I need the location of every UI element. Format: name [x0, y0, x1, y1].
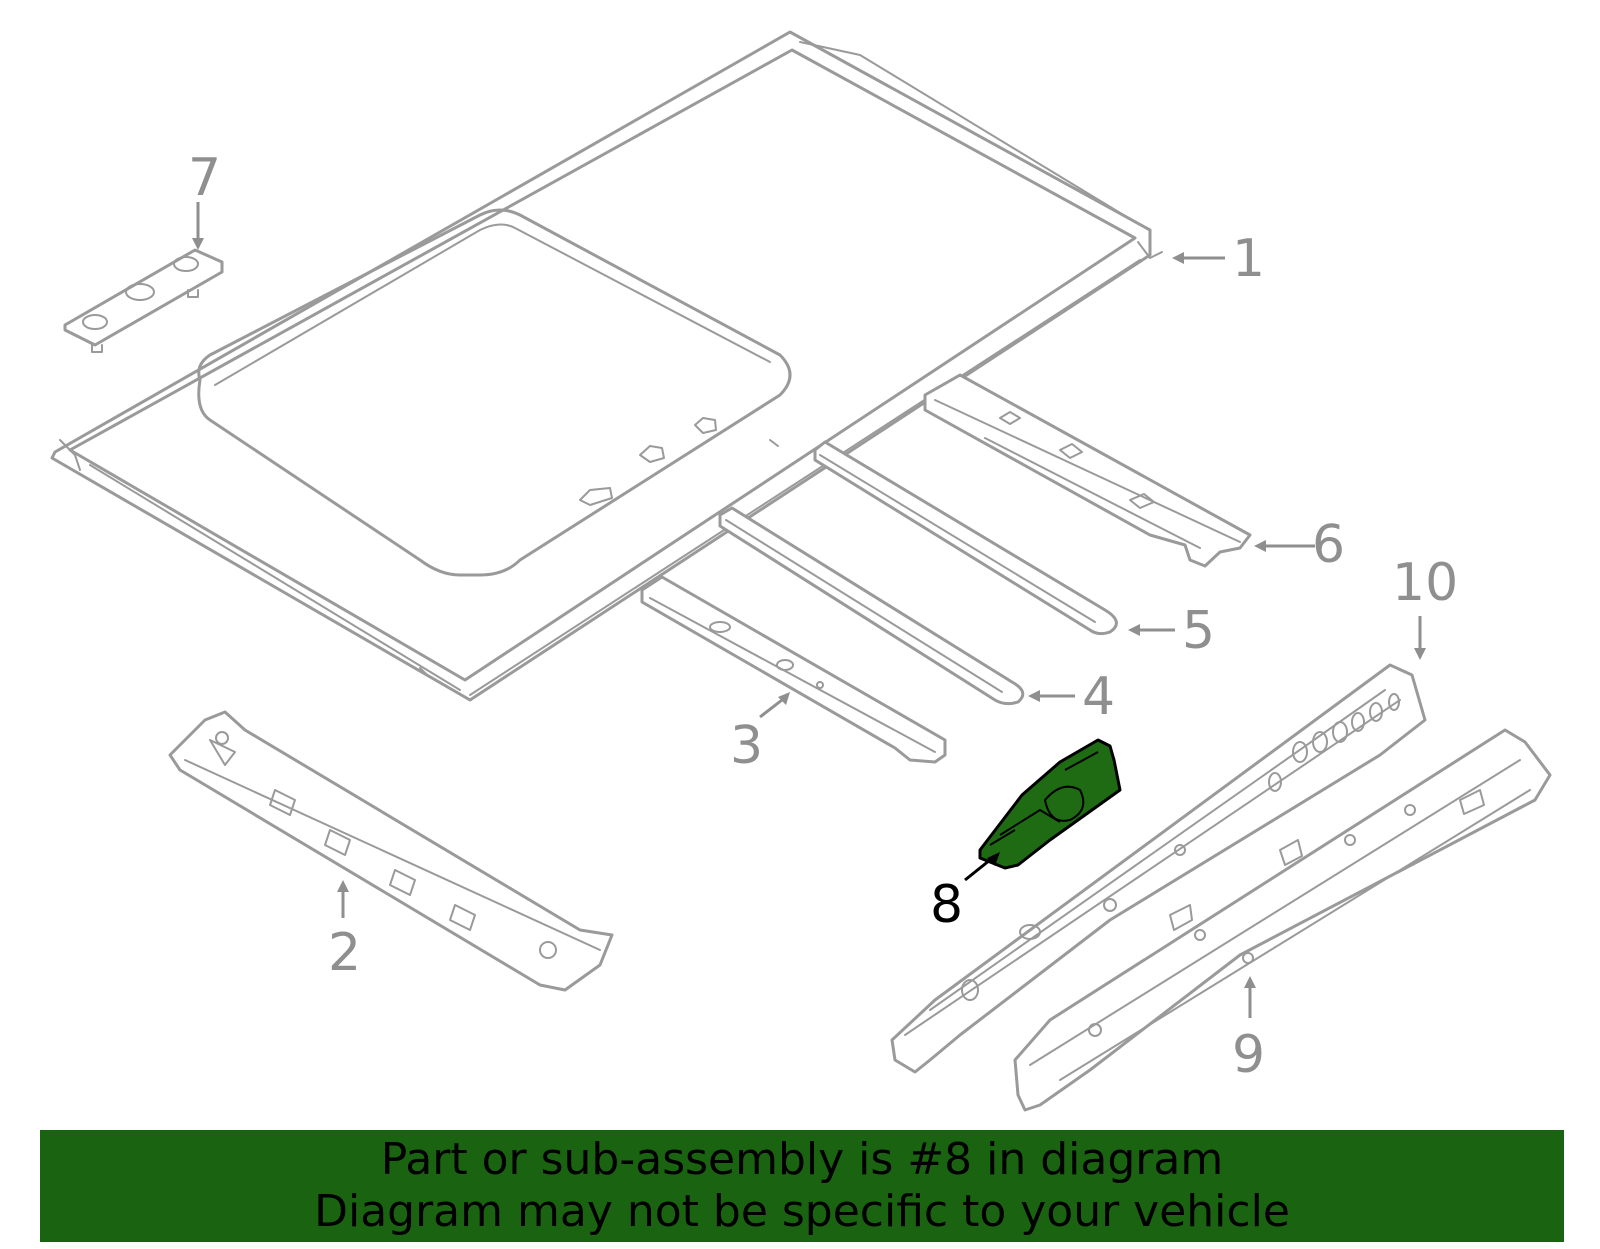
callout-label-6: 6 [1312, 515, 1345, 575]
callout-arrows [192, 202, 1426, 1018]
bracket-part-7 [63, 248, 224, 353]
callout-label-1: 1 [1232, 229, 1265, 289]
callout-label-3: 3 [730, 716, 763, 776]
callout-label-9: 9 [1232, 1025, 1265, 1085]
roof-bow-part-5 [813, 440, 1118, 636]
side-rail-part-9 [1013, 728, 1552, 1112]
info-banner: Part or sub-assembly is #8 in diagram Di… [40, 1130, 1564, 1242]
callout-label-7: 7 [188, 148, 221, 208]
callout-label-8: 8 [930, 875, 963, 935]
callout-label-10: 10 [1392, 553, 1458, 613]
front-bow-part-3 [640, 575, 947, 764]
callout-label-5: 5 [1182, 601, 1215, 661]
side-rail-part-10 [890, 663, 1427, 1074]
banner-line-2: Diagram may not be specific to your vehi… [314, 1186, 1290, 1237]
roof-panel-part-1 [50, 30, 1163, 702]
callout-label-4: 4 [1082, 667, 1115, 727]
banner-line-1: Part or sub-assembly is #8 in diagram [380, 1134, 1224, 1185]
highlighted-bracket-part-8 [978, 738, 1122, 870]
rear-header-part-6 [923, 373, 1252, 568]
callout-label-2: 2 [328, 923, 361, 983]
windshield-header-part-2 [168, 710, 614, 992]
roof-bow-part-4 [718, 506, 1025, 706]
